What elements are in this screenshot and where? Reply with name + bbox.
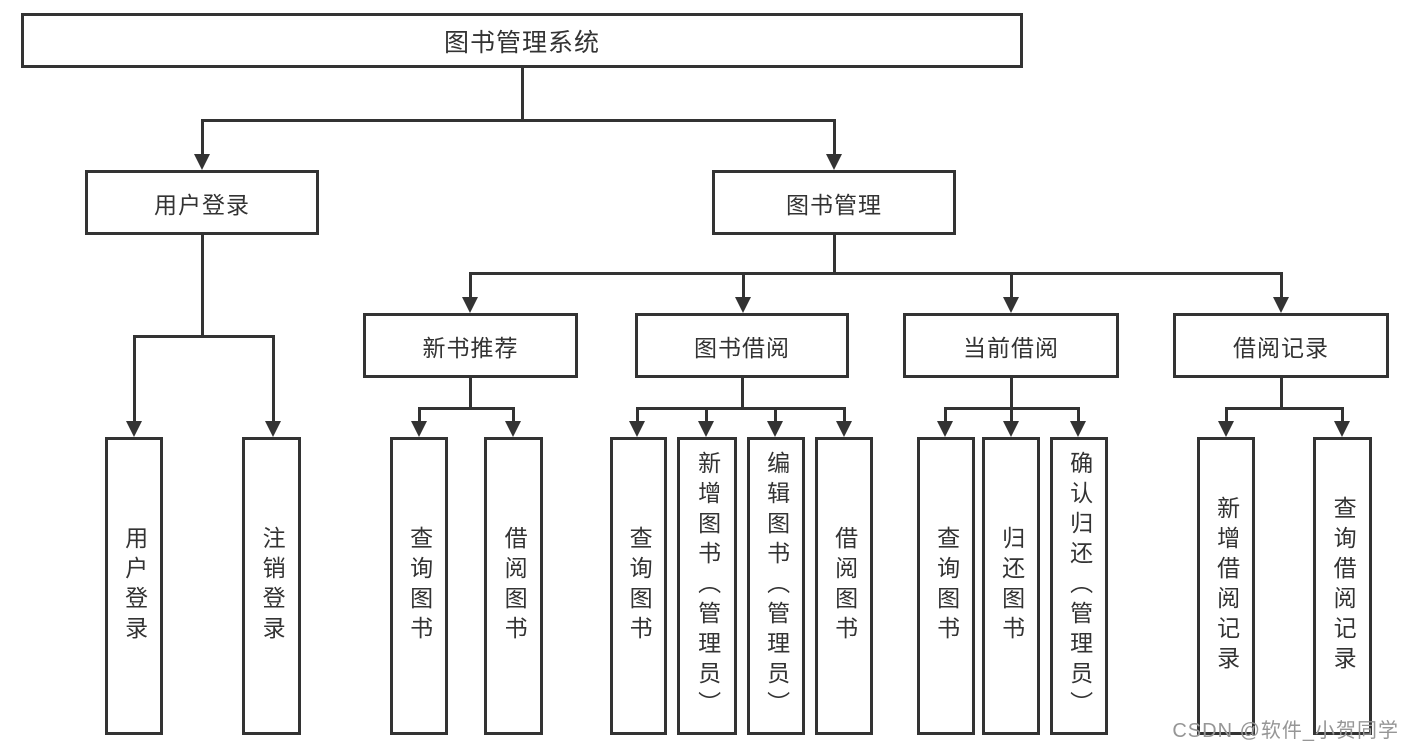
node-label-leaf-borrow-book-rec: 借阅图书 <box>501 526 528 646</box>
node-label-leaf-borrow-book: 借阅图书 <box>831 526 858 646</box>
arrow-shaft <box>468 273 472 298</box>
arrow-down-icon <box>767 421 783 437</box>
arrow-shaft <box>511 408 515 422</box>
arrow-shaft <box>1340 408 1344 422</box>
arrow-down-icon <box>1070 421 1086 437</box>
arrow-down-icon <box>462 297 478 313</box>
node-leaf-add-borrow-record: 新增借阅记录 <box>1197 437 1255 735</box>
node-leaf-add-book: 新增图书（管理员） <box>677 437 737 735</box>
node-user-login: 用户登录 <box>85 170 319 235</box>
arrow-down-icon <box>1218 421 1234 437</box>
arrow-down-icon <box>505 421 521 437</box>
node-leaf-borrow-book: 借阅图书 <box>815 437 873 735</box>
connector-line-vertical <box>1009 378 1013 409</box>
arrow-shaft <box>1224 408 1228 422</box>
arrow-down-icon <box>1273 297 1289 313</box>
connector-line-horizontal <box>200 118 836 122</box>
arrow-shaft <box>943 408 947 422</box>
node-label-leaf-return-book: 归还图书 <box>998 526 1025 646</box>
connector-line-vertical <box>200 235 204 337</box>
node-label-leaf-add-book: 新增图书（管理员） <box>694 451 721 721</box>
node-current-borrow: 当前借阅 <box>903 313 1119 378</box>
node-label-current-borrow: 当前借阅 <box>963 334 1059 361</box>
node-leaf-query-borrow-record: 查询借阅记录 <box>1313 437 1372 735</box>
arrow-down-icon <box>937 421 953 437</box>
arrow-down-icon <box>1003 421 1019 437</box>
connector-line-horizontal <box>417 406 515 410</box>
node-label-leaf-add-borrow-record: 新增借阅记录 <box>1213 496 1240 676</box>
connector-line-vertical <box>740 378 744 409</box>
node-book-borrow: 图书借阅 <box>635 313 849 378</box>
node-label-user-login: 用户登录 <box>154 191 250 218</box>
connector-line-vertical <box>832 235 836 274</box>
arrow-down-icon <box>1334 421 1350 437</box>
arrow-shaft <box>1009 273 1013 298</box>
arrow-shaft <box>1009 408 1013 422</box>
arrow-shaft <box>132 336 136 422</box>
node-label-leaf-query-book-borrow: 查询图书 <box>626 526 653 646</box>
arrow-shaft <box>842 408 846 422</box>
connector-line-vertical <box>520 68 524 121</box>
arrow-shaft <box>635 408 639 422</box>
node-label-leaf-query-book-rec: 查询图书 <box>406 526 433 646</box>
node-label-root: 图书管理系统 <box>443 28 600 57</box>
arrow-shaft <box>1279 273 1283 298</box>
connector-line-horizontal <box>635 406 846 410</box>
node-label-leaf-confirm-return: 确认归还（管理员） <box>1066 451 1093 721</box>
node-label-leaf-logout: 注销登录 <box>259 526 286 646</box>
node-label-leaf-edit-book: 编辑图书（管理员） <box>763 451 790 721</box>
node-root: 图书管理系统 <box>21 13 1023 68</box>
node-label-new-book-recommend: 新书推荐 <box>422 334 519 361</box>
arrow-shaft <box>1076 408 1080 422</box>
node-label-leaf-query-book-current: 查询图书 <box>933 526 960 646</box>
node-leaf-edit-book: 编辑图书（管理员） <box>747 437 805 735</box>
arrow-down-icon <box>826 154 842 170</box>
arrow-down-icon <box>836 421 852 437</box>
csdn-watermark: CSDN @软件_小贺同学 <box>1172 720 1399 742</box>
node-leaf-return-book: 归还图书 <box>982 437 1040 735</box>
node-leaf-borrow-book-rec: 借阅图书 <box>484 437 543 735</box>
connector-line-horizontal <box>468 271 1283 275</box>
arrow-down-icon <box>1003 297 1019 313</box>
node-leaf-query-book-rec: 查询图书 <box>390 437 448 735</box>
connector-line-vertical <box>1279 378 1283 409</box>
arrow-shaft <box>741 273 745 298</box>
arrow-down-icon <box>629 421 645 437</box>
arrow-down-icon <box>735 297 751 313</box>
node-leaf-query-book-current: 查询图书 <box>917 437 975 735</box>
arrow-down-icon <box>126 421 142 437</box>
node-leaf-query-book-borrow: 查询图书 <box>610 437 667 735</box>
node-borrow-record: 借阅记录 <box>1173 313 1389 378</box>
arrow-shaft <box>417 408 421 422</box>
node-label-book-manage: 图书管理 <box>786 191 882 218</box>
node-label-leaf-query-borrow-record: 查询借阅记录 <box>1330 496 1357 676</box>
connector-line-vertical <box>468 378 472 409</box>
arrow-shaft <box>704 408 708 422</box>
node-label-book-borrow: 图书借阅 <box>694 334 790 361</box>
node-leaf-logout: 注销登录 <box>242 437 301 735</box>
node-book-manage: 图书管理 <box>712 170 956 235</box>
node-label-leaf-user-login: 用户登录 <box>121 526 148 646</box>
arrow-down-icon <box>194 154 210 170</box>
arrow-down-icon <box>265 421 281 437</box>
arrow-down-icon <box>698 421 714 437</box>
node-new-book-recommend: 新书推荐 <box>363 313 578 378</box>
connector-line-horizontal <box>132 334 275 338</box>
node-leaf-confirm-return: 确认归还（管理员） <box>1050 437 1108 735</box>
arrow-shaft <box>200 120 204 155</box>
node-leaf-user-login: 用户登录 <box>105 437 163 735</box>
arrow-down-icon <box>411 421 427 437</box>
node-label-borrow-record: 借阅记录 <box>1233 334 1329 361</box>
arrow-shaft <box>773 408 777 422</box>
arrow-shaft <box>832 120 836 155</box>
connector-line-horizontal <box>1224 406 1344 410</box>
arrow-shaft <box>271 336 275 422</box>
